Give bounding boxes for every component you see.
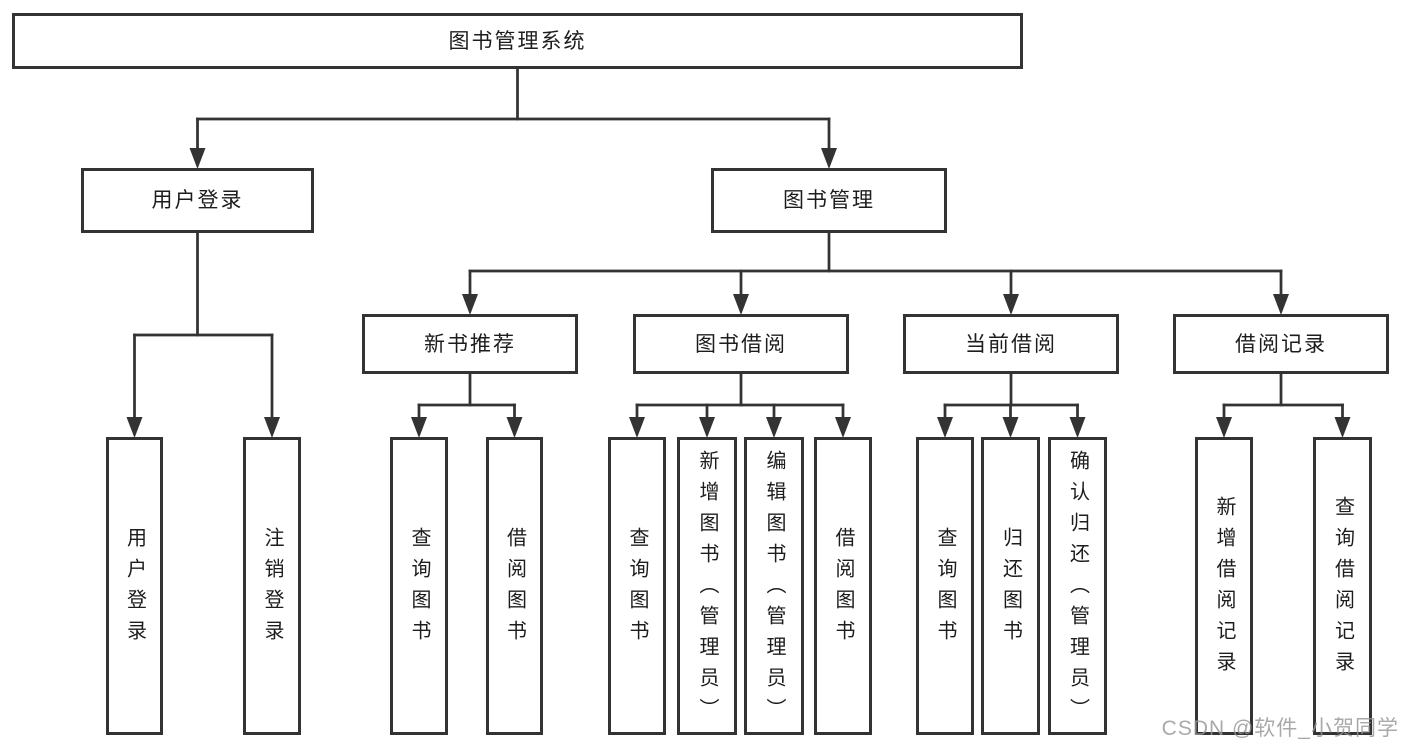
arrowhead-icon xyxy=(506,417,523,438)
watermark: CSDN @软件_小贺同学 xyxy=(1161,717,1399,740)
arrowhead-icon xyxy=(1216,417,1232,438)
node-rec-query-book: 查询图书 xyxy=(390,437,448,735)
arrowhead-icon xyxy=(699,417,715,438)
node-book-borrow: 图书借阅 xyxy=(633,314,849,374)
arrowhead-icon xyxy=(821,148,837,169)
node-br-add-record: 新增借阅记录 xyxy=(1195,437,1253,735)
node-root: 图书管理系统 xyxy=(12,13,1023,69)
node-current-borrow: 当前借阅 xyxy=(903,314,1119,374)
arrowhead-icon xyxy=(629,417,645,438)
node-bb-borrow-book: 借阅图书 xyxy=(814,437,872,735)
arrowhead-icon xyxy=(766,417,782,438)
arrowhead-icon xyxy=(462,294,478,315)
node-bb-query-book: 查询图书 xyxy=(608,437,666,735)
arrowhead-icon xyxy=(733,294,749,315)
node-cb-query-book: 查询图书 xyxy=(916,437,974,735)
arrowhead-icon xyxy=(264,417,280,438)
arrowhead-icon xyxy=(411,417,427,438)
node-user-login-group: 用户登录 xyxy=(81,168,314,233)
arrowhead-icon xyxy=(126,417,143,438)
node-cb-return-book: 归还图书 xyxy=(981,437,1040,735)
arrowhead-icon xyxy=(1273,294,1289,315)
node-book-mgmt: 图书管理 xyxy=(711,168,947,233)
node-cb-confirm-return: 确认归还（管理员） xyxy=(1048,437,1107,735)
node-br-query-record: 查询借阅记录 xyxy=(1313,437,1372,735)
arrowhead-icon xyxy=(1002,417,1019,438)
node-user-login: 用户登录 xyxy=(106,437,163,735)
arrowhead-icon xyxy=(1003,294,1019,315)
node-new-book-rec: 新书推荐 xyxy=(362,314,578,374)
arrowhead-icon xyxy=(937,417,953,438)
node-rec-borrow-book: 借阅图书 xyxy=(486,437,543,735)
arrowhead-icon xyxy=(835,417,851,438)
node-borrow-records: 借阅记录 xyxy=(1173,314,1389,374)
arrowhead-icon xyxy=(1069,417,1086,438)
arrowhead-icon xyxy=(1334,417,1351,438)
node-bb-edit-book: 编辑图书（管理员） xyxy=(744,437,804,735)
arrowhead-icon xyxy=(189,148,206,169)
node-bb-add-book: 新增图书（管理员） xyxy=(677,437,737,735)
node-logout-login: 注销登录 xyxy=(243,437,301,735)
